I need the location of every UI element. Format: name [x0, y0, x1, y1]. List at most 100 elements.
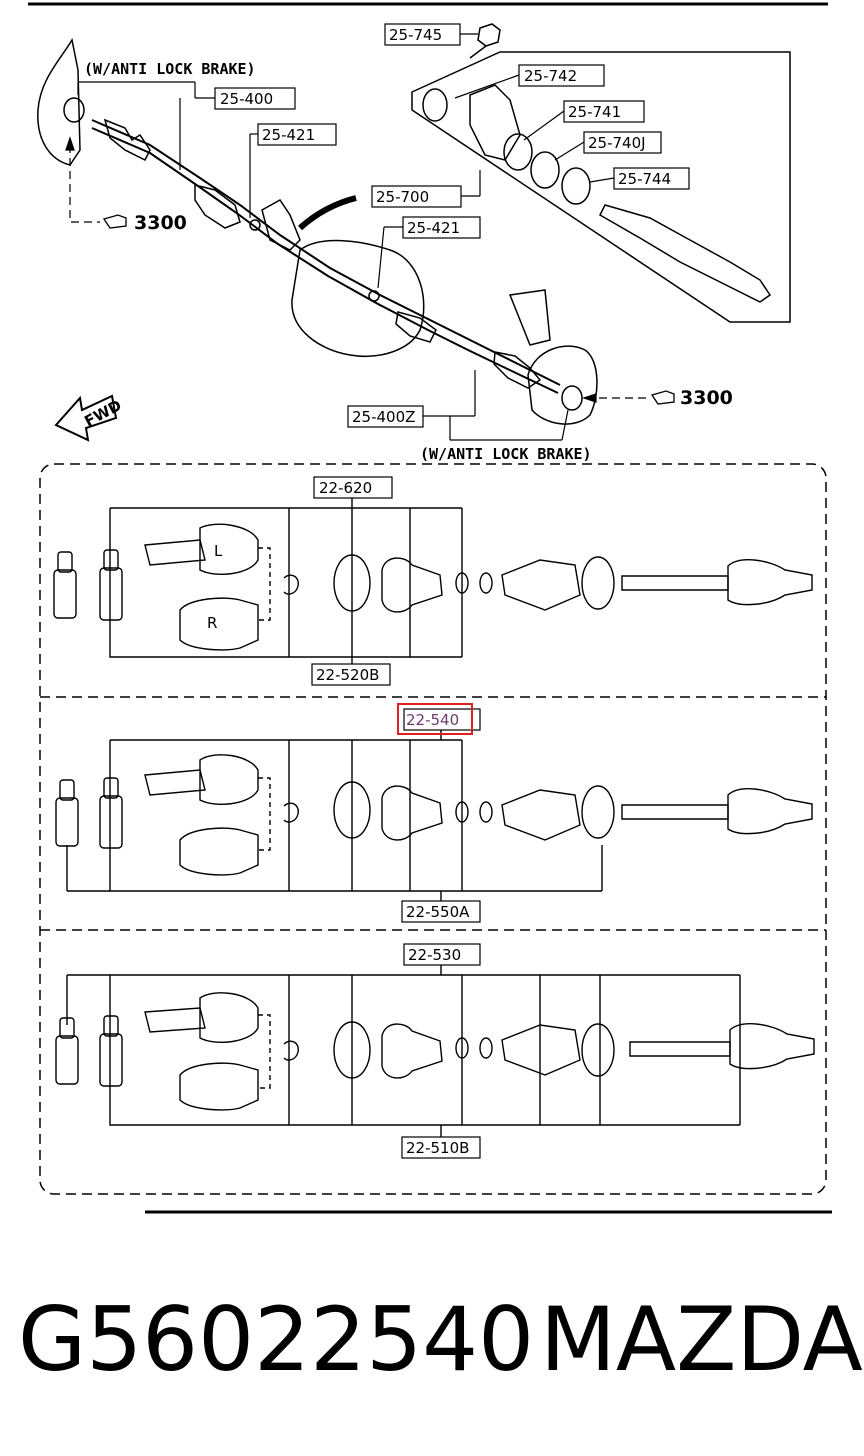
label-25-400z: 25-400Z — [352, 408, 415, 426]
row3-outer-boot — [501, 1024, 581, 1076]
row1-joint-l-letter: L — [214, 542, 223, 560]
row2-snap-ring — [283, 802, 299, 823]
label-25-742: 25-742 — [524, 67, 577, 85]
strut-sketch — [508, 289, 551, 346]
left-hub-knuckle — [37, 37, 81, 166]
row2-grease-tube-a — [55, 797, 79, 847]
part-number: G56022540 — [18, 1288, 534, 1391]
label-25-744: 25-744 — [618, 170, 671, 188]
snap-ring-part — [503, 133, 533, 171]
row1-grease-tube-b — [99, 567, 123, 621]
label-25-741: 25-741 — [568, 103, 621, 121]
label-25-700: 25-700 — [376, 188, 429, 206]
brand-name: MAZDA — [540, 1288, 863, 1391]
row1-joint-l — [199, 523, 259, 575]
box-22-550a — [401, 900, 481, 923]
box-22-620 — [313, 476, 393, 499]
row2-boot — [381, 785, 443, 841]
differential-housing — [291, 239, 425, 357]
row2-outer-joint — [727, 788, 813, 835]
bearing-support-bracket — [469, 84, 521, 161]
row2-band-small-b — [479, 801, 493, 823]
bearing-part — [530, 151, 560, 189]
row3-boot-band-large — [333, 1021, 371, 1079]
row3-boot — [381, 1023, 443, 1079]
intermediate-bracket — [261, 199, 301, 251]
fwd-label: FWD — [81, 396, 124, 430]
right-outer-boot — [493, 351, 542, 389]
label-22-550a: 22-550A — [406, 903, 470, 921]
row1-joint-r — [179, 597, 259, 651]
intermediate-shaft-part — [599, 204, 772, 303]
shaft-variant-row-1: L R — [53, 497, 813, 665]
label-25-421a: 25-421 — [262, 126, 315, 144]
detail-panel-border — [39, 463, 827, 1195]
row2-axle-shaft — [621, 804, 729, 820]
top-exploded-view — [37, 23, 791, 425]
row3-snap-ring — [283, 1040, 299, 1061]
row3-grease-tube-a — [55, 1035, 79, 1085]
seal-part — [422, 88, 448, 122]
fwd-arrow-icon: FWD — [54, 394, 125, 442]
box-22-540 — [403, 708, 481, 731]
row2-outer-boot — [501, 789, 581, 841]
row3-outer-joint — [729, 1023, 815, 1070]
right-hub — [527, 345, 598, 425]
row3-axle-shaft — [629, 1041, 731, 1057]
bolt-part — [477, 23, 501, 47]
label-25-400: 25-400 — [220, 90, 273, 108]
shaft-lower-edge — [91, 127, 559, 394]
row3-joint-b — [179, 1062, 259, 1111]
clip-25-421b-part — [368, 290, 380, 302]
label-25-740j: 25-740J — [588, 134, 646, 152]
dust-seal-part — [561, 167, 591, 205]
ref-3300-left: 3300 — [134, 212, 187, 234]
row3-stub-shaft — [144, 1007, 206, 1033]
row2-joint-a — [199, 754, 259, 805]
shaft-centerline — [91, 119, 561, 386]
shaft-variant-row-2 — [55, 730, 813, 902]
row1-outer-band — [581, 556, 615, 610]
abs-note-top: (W/ANTI LOCK BRAKE) — [84, 60, 256, 78]
row2-grease-tube-b — [99, 795, 123, 849]
row3-joint-a — [199, 992, 259, 1043]
shaft-variant-row-3 — [55, 964, 815, 1137]
top-leaders — [65, 23, 690, 441]
row1-grease-tube-a — [53, 569, 77, 619]
row2-boot-band-large — [333, 781, 371, 839]
ref-3300-right: 3300 — [680, 387, 733, 409]
clip-25-421a-part — [249, 219, 261, 231]
label-22-620: 22-620 — [319, 479, 372, 497]
row1-outer-boot — [501, 559, 581, 611]
detail-label-boxes — [311, 476, 481, 1159]
row2-joint-b — [179, 827, 259, 876]
hand-pointer-icon — [102, 214, 127, 229]
row2-bracket — [109, 739, 463, 892]
left-inner-joint — [194, 184, 241, 229]
row1-band-small-b — [479, 572, 493, 594]
label-22-530: 22-530 — [408, 946, 461, 964]
row1-bracket — [109, 507, 463, 658]
row3-band-small-a — [455, 1037, 469, 1059]
box-22-530 — [403, 943, 481, 966]
label-25-421b: 25-421 — [407, 219, 460, 237]
intermediate-shaft-inset — [411, 51, 791, 323]
row1-stub-shaft — [144, 539, 206, 566]
detail-panel — [39, 463, 827, 1195]
label-22-540[interactable]: 22-540 — [406, 711, 459, 729]
row3-bracket — [109, 974, 741, 1126]
row2-stub-shaft — [144, 769, 206, 796]
row1-band-small-a — [455, 572, 469, 594]
left-hub-bore — [63, 97, 85, 123]
row1-boot — [381, 557, 443, 613]
row3-grease-tube-b — [99, 1033, 123, 1087]
hand-pointer-icon — [650, 390, 675, 405]
row3-outer-band — [581, 1023, 615, 1077]
row2-outer-band — [581, 785, 615, 839]
row1-boot-band-large — [333, 554, 371, 612]
row1-joint-r-letter: R — [207, 614, 217, 632]
row2-band-small-a — [455, 801, 469, 823]
label-22-520b: 22-520B — [316, 666, 379, 684]
bolt-shank — [469, 45, 487, 59]
